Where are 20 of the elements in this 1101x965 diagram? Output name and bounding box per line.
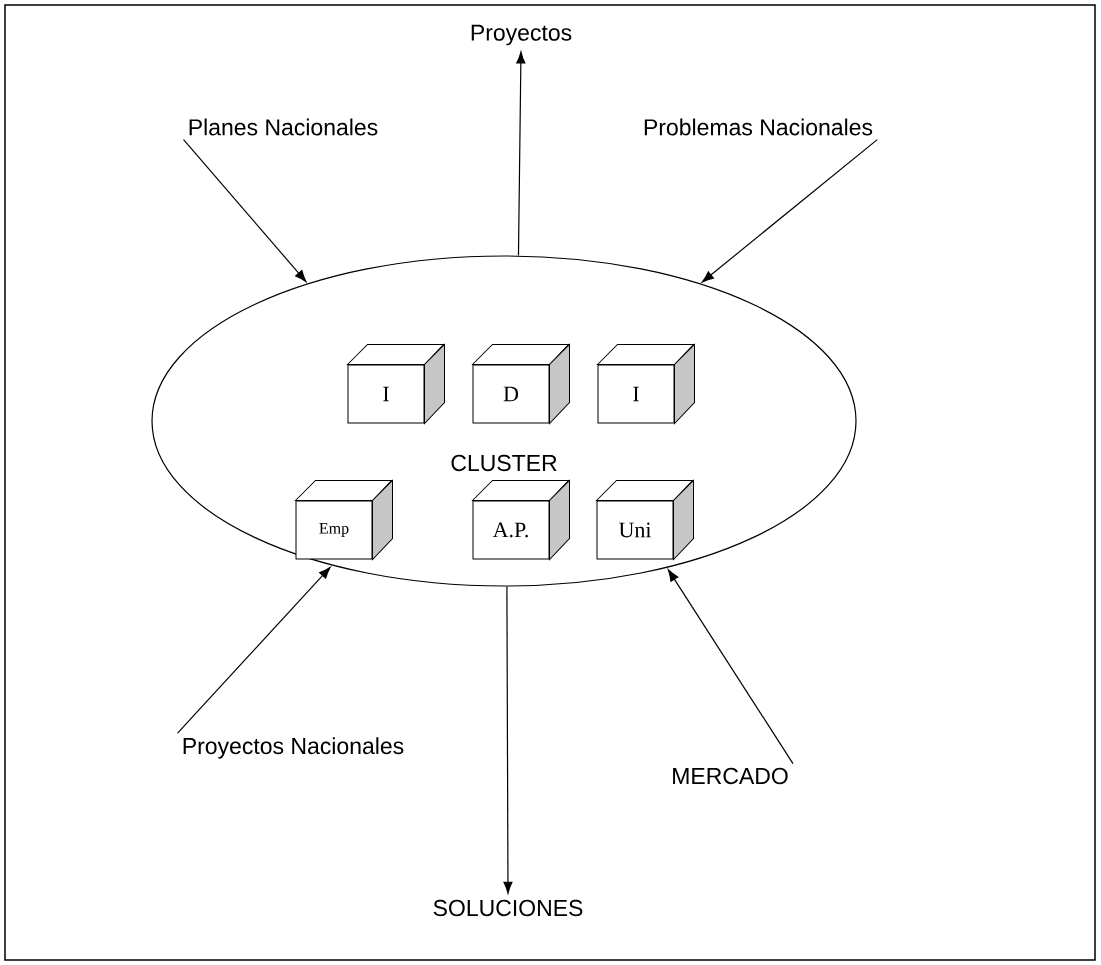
cube: Emp (295, 480, 393, 560)
flow-label: Proyectos Nacionales (183, 737, 404, 759)
cluster-ellipse (151, 255, 857, 587)
cube: I (347, 344, 445, 424)
flow-label: Proyectos (471, 24, 572, 46)
cube: Uni (596, 480, 694, 560)
flow-label: Problemas Nacionales (644, 118, 873, 136)
arrow (503, 586, 513, 894)
cluster-label: CLUSTER (451, 454, 557, 472)
flow-label: MERCADO (673, 767, 788, 785)
arrow (701, 139, 878, 283)
arrow (516, 51, 526, 257)
flow-label: Planes Nacionales (189, 118, 378, 136)
cube: A.P. (472, 480, 570, 560)
arrow (177, 566, 331, 734)
flow-label: SOLUCIONES (433, 899, 583, 917)
cube: I (597, 344, 695, 424)
arrow (182, 139, 307, 283)
cube: D (472, 344, 570, 424)
arrow (667, 569, 794, 765)
